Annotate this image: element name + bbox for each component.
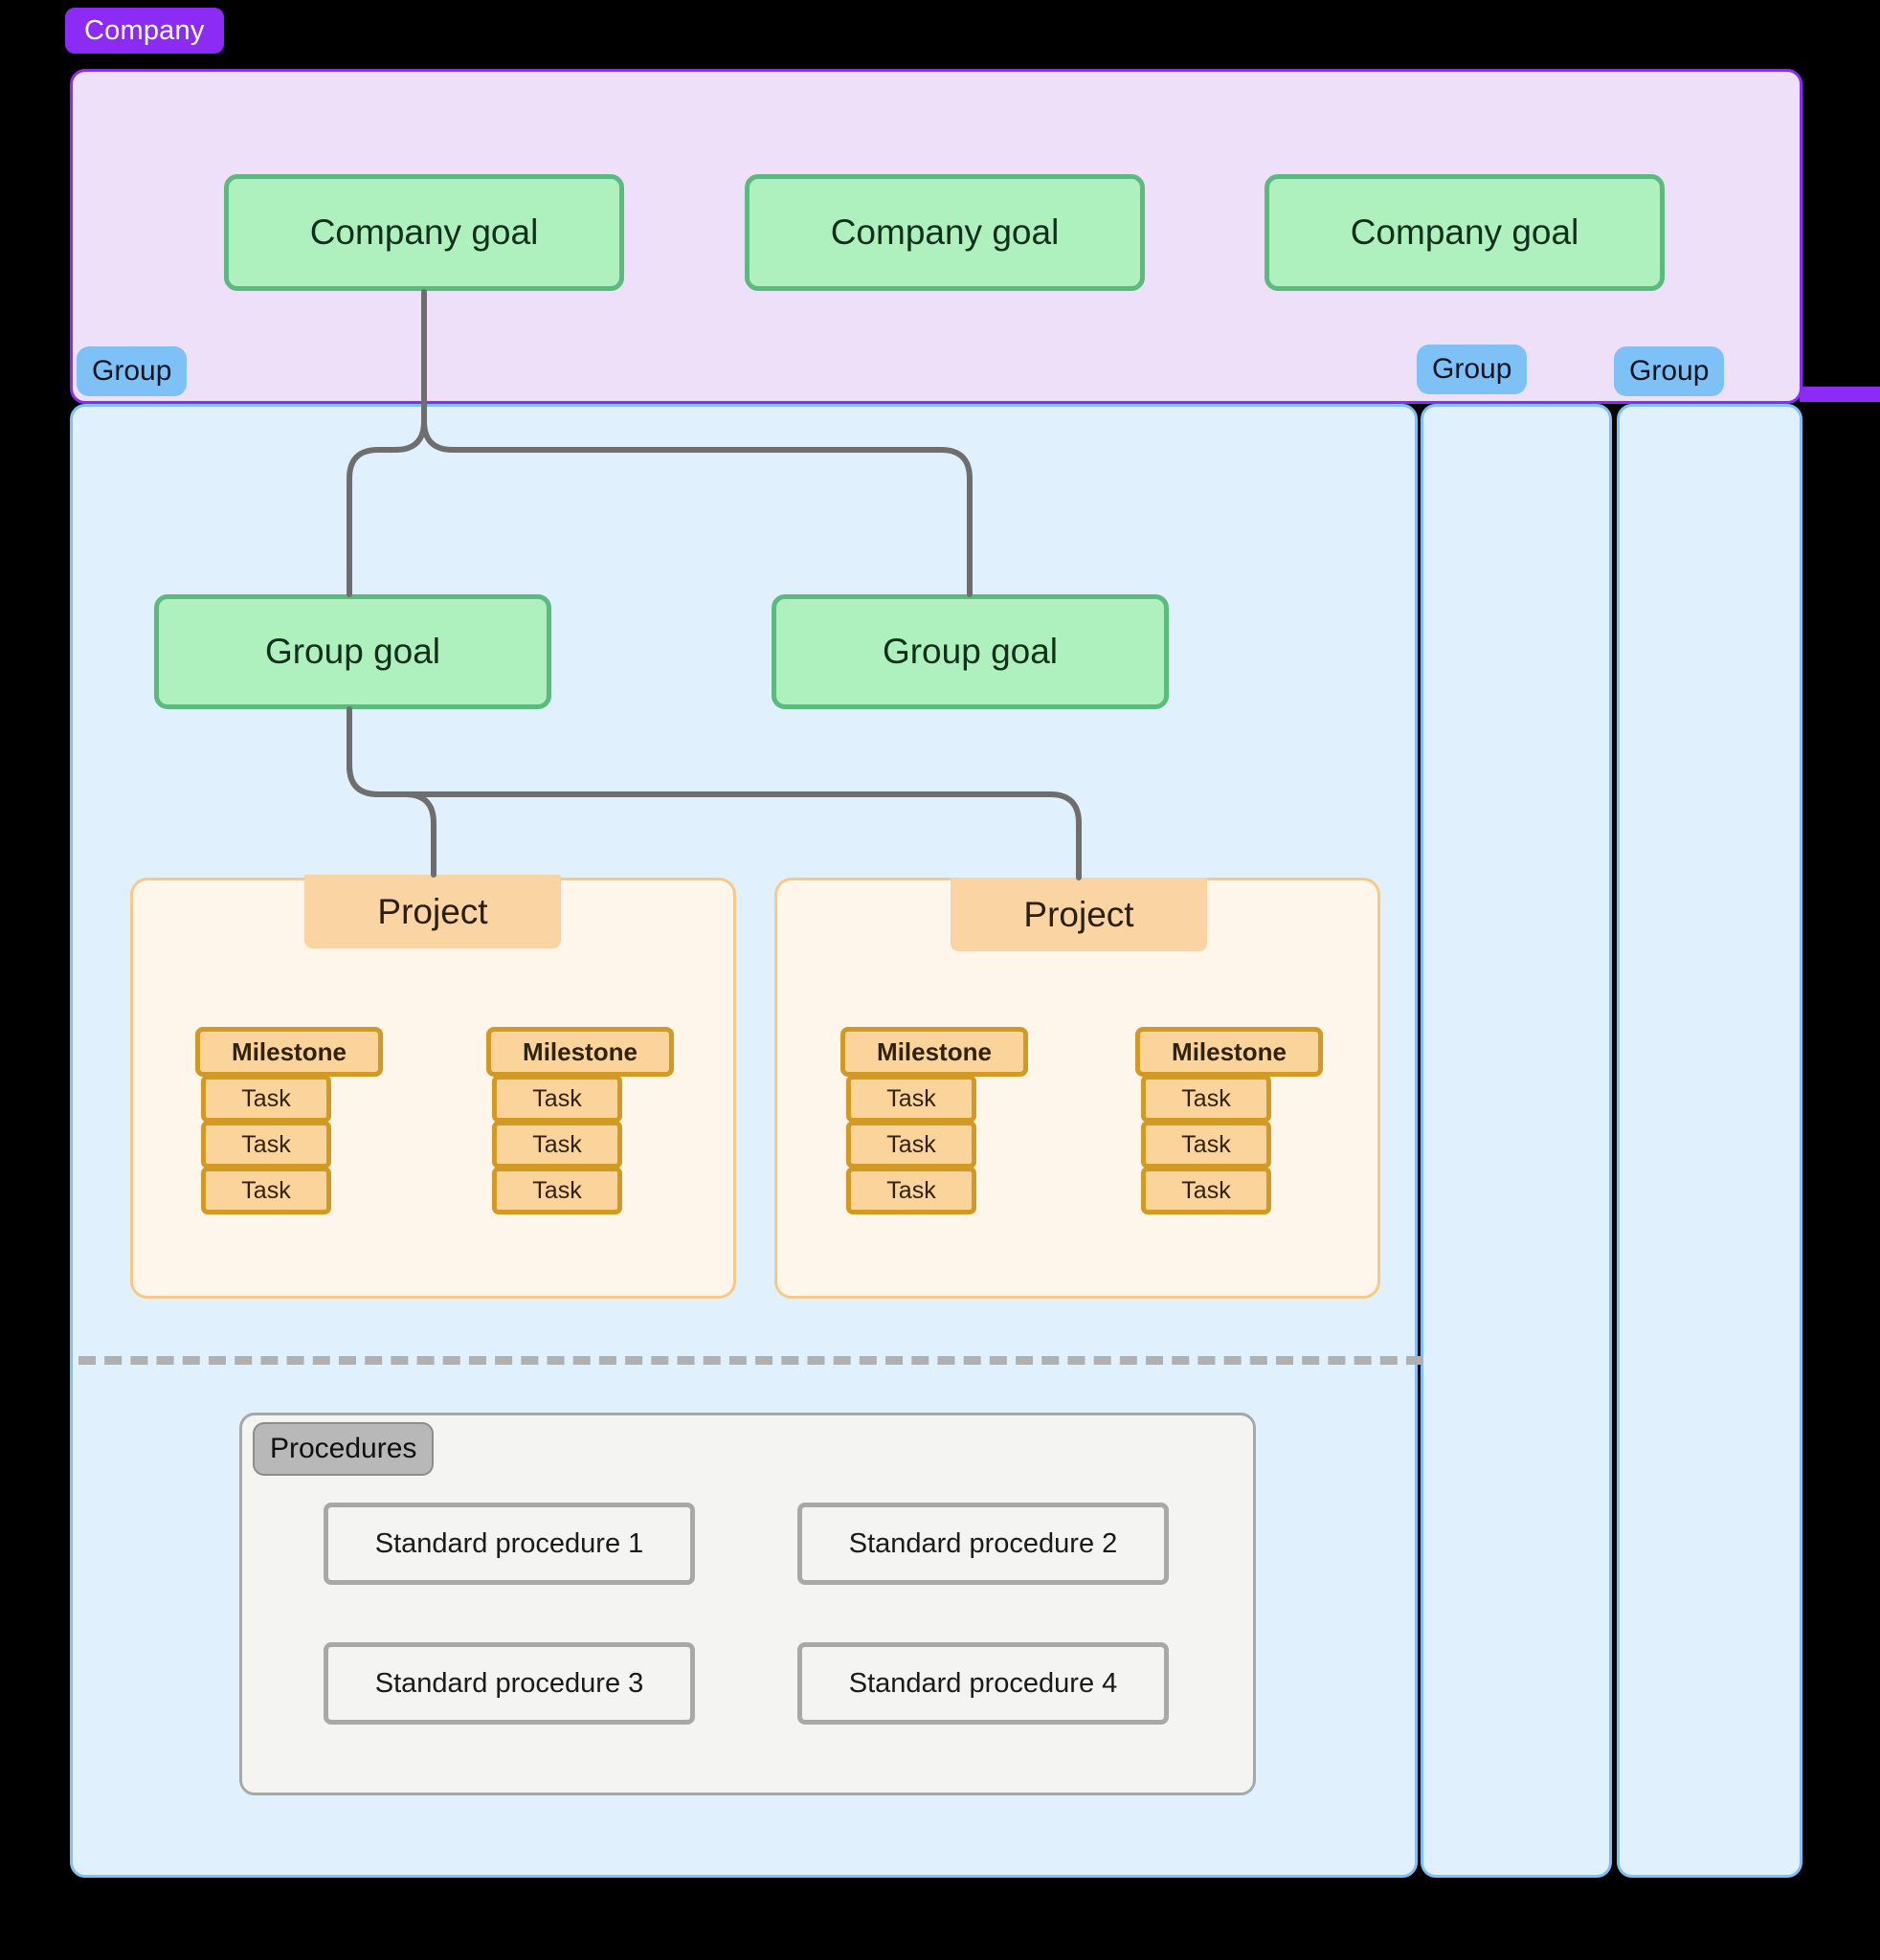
- task-item[interactable]: Task: [1141, 1075, 1271, 1123]
- procedure-item-3[interactable]: Standard procedure 3: [324, 1642, 695, 1725]
- task-item[interactable]: Task: [492, 1167, 622, 1214]
- task-item[interactable]: Task: [201, 1121, 331, 1169]
- milestone-stack-2-1: Milestone Task Task Task: [840, 1027, 1028, 1214]
- group-goal-2[interactable]: Group goal: [772, 594, 1169, 709]
- task-item[interactable]: Task: [201, 1167, 331, 1214]
- company-band-right-stub: [1800, 387, 1880, 402]
- milestone-stack-1-2: Milestone Task Task Task: [486, 1027, 674, 1214]
- section-divider: [78, 1356, 1423, 1365]
- company-goal-1[interactable]: Company goal: [224, 174, 624, 291]
- procedures-card: [239, 1413, 1256, 1795]
- procedures-tag[interactable]: Procedures: [253, 1422, 435, 1476]
- milestone-label[interactable]: Milestone: [195, 1027, 383, 1077]
- procedure-item-4[interactable]: Standard procedure 4: [797, 1642, 1169, 1725]
- milestone-label[interactable]: Milestone: [486, 1027, 674, 1077]
- company-tag[interactable]: Company: [65, 8, 224, 54]
- procedure-item-1[interactable]: Standard procedure 1: [324, 1503, 695, 1585]
- milestone-stack-1-1: Milestone Task Task Task: [195, 1027, 383, 1214]
- group-column-2: [1421, 404, 1612, 1878]
- milestone-label[interactable]: Milestone: [1135, 1027, 1323, 1077]
- group-goal-1[interactable]: Group goal: [154, 594, 551, 709]
- project-title-1[interactable]: Project: [304, 875, 561, 948]
- task-item[interactable]: Task: [846, 1121, 976, 1169]
- procedure-item-2[interactable]: Standard procedure 2: [797, 1503, 1169, 1585]
- company-goal-3[interactable]: Company goal: [1265, 174, 1665, 291]
- milestone-label[interactable]: Milestone: [840, 1027, 1028, 1077]
- group-tag-2[interactable]: Group: [1417, 345, 1528, 394]
- project-title-2[interactable]: Project: [951, 878, 1207, 951]
- task-item[interactable]: Task: [846, 1167, 976, 1214]
- task-item[interactable]: Task: [846, 1075, 976, 1123]
- task-item[interactable]: Task: [492, 1075, 622, 1123]
- company-goal-2[interactable]: Company goal: [745, 174, 1145, 291]
- task-item[interactable]: Task: [1141, 1121, 1271, 1169]
- task-item[interactable]: Task: [201, 1075, 331, 1123]
- task-item[interactable]: Task: [1141, 1167, 1271, 1214]
- milestone-stack-2-2: Milestone Task Task Task: [1135, 1027, 1323, 1214]
- group-tag-1[interactable]: Group: [77, 346, 188, 396]
- group-column-3: [1617, 404, 1802, 1878]
- group-tag-3[interactable]: Group: [1614, 346, 1725, 396]
- task-item[interactable]: Task: [492, 1121, 622, 1169]
